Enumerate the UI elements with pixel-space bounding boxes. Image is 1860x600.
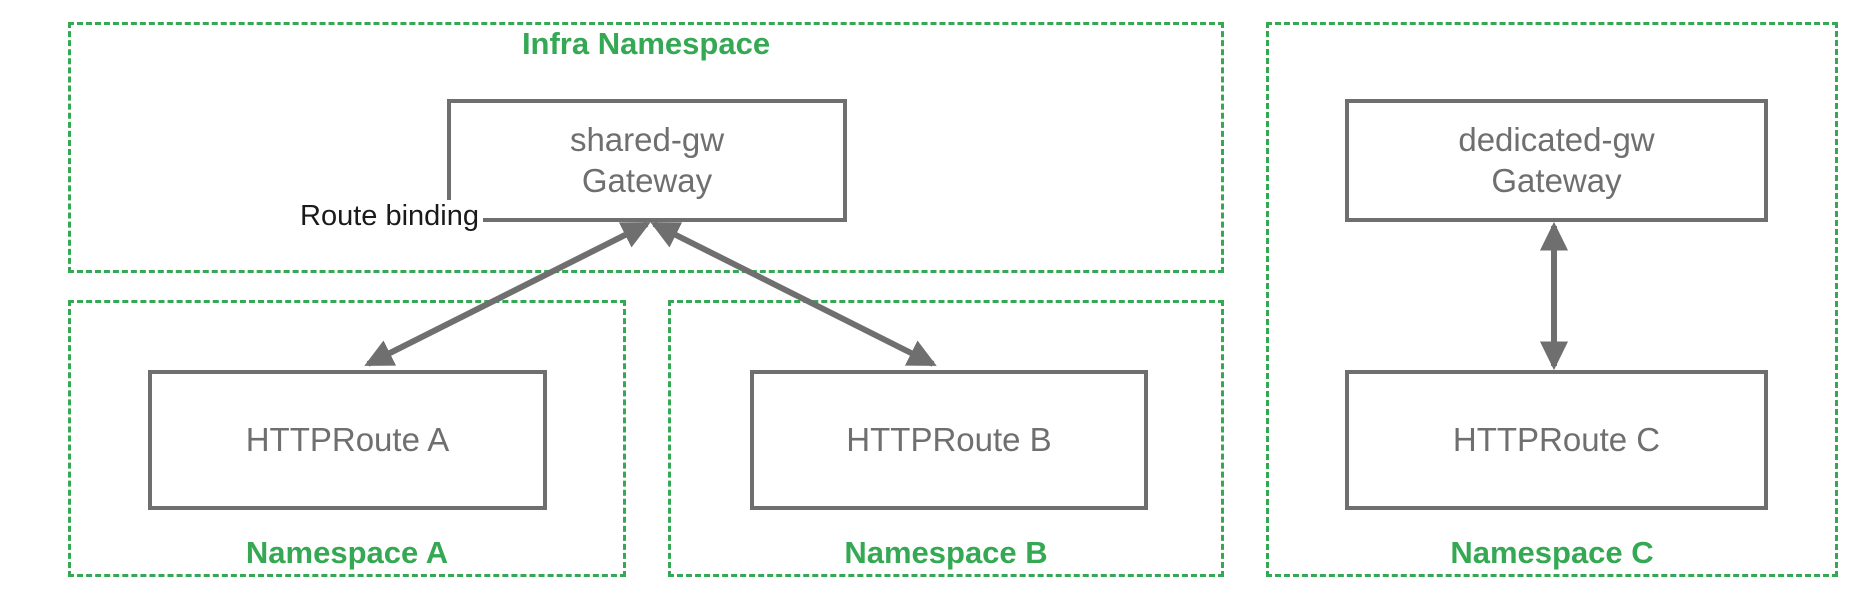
resource-kind-shared-gw: Gateway xyxy=(581,161,713,199)
resource-box-httproute-a[interactable]: HTTPRoute A xyxy=(148,370,547,510)
resource-box-dedicated-gw[interactable]: dedicated-gw Gateway xyxy=(1345,99,1768,222)
namespace-box-c xyxy=(1266,22,1838,577)
resource-name-httproute-c: HTTPRoute C xyxy=(1452,420,1661,458)
resource-name-shared-gw: shared-gw xyxy=(569,121,725,159)
resource-name-httproute-a: HTTPRoute A xyxy=(245,420,450,458)
edge-label-route-binding: Route binding xyxy=(296,200,483,233)
resource-name-httproute-b: HTTPRoute B xyxy=(846,420,1052,458)
namespace-label-b: Namespace B xyxy=(844,535,1048,570)
namespace-label-infra: Infra Namespace xyxy=(521,26,771,61)
namespace-label-a: Namespace A xyxy=(245,535,449,570)
namespace-box-b xyxy=(668,300,1224,577)
resource-kind-dedicated-gw: Gateway xyxy=(1491,161,1622,199)
resource-box-httproute-c[interactable]: HTTPRoute C xyxy=(1345,370,1768,510)
namespace-box-a xyxy=(68,300,626,577)
resource-box-shared-gw[interactable]: shared-gw Gateway xyxy=(447,99,847,222)
resource-name-dedicated-gw: dedicated-gw xyxy=(1458,121,1655,159)
resource-box-httproute-b[interactable]: HTTPRoute B xyxy=(750,370,1148,510)
namespace-label-c: Namespace C xyxy=(1450,535,1654,570)
